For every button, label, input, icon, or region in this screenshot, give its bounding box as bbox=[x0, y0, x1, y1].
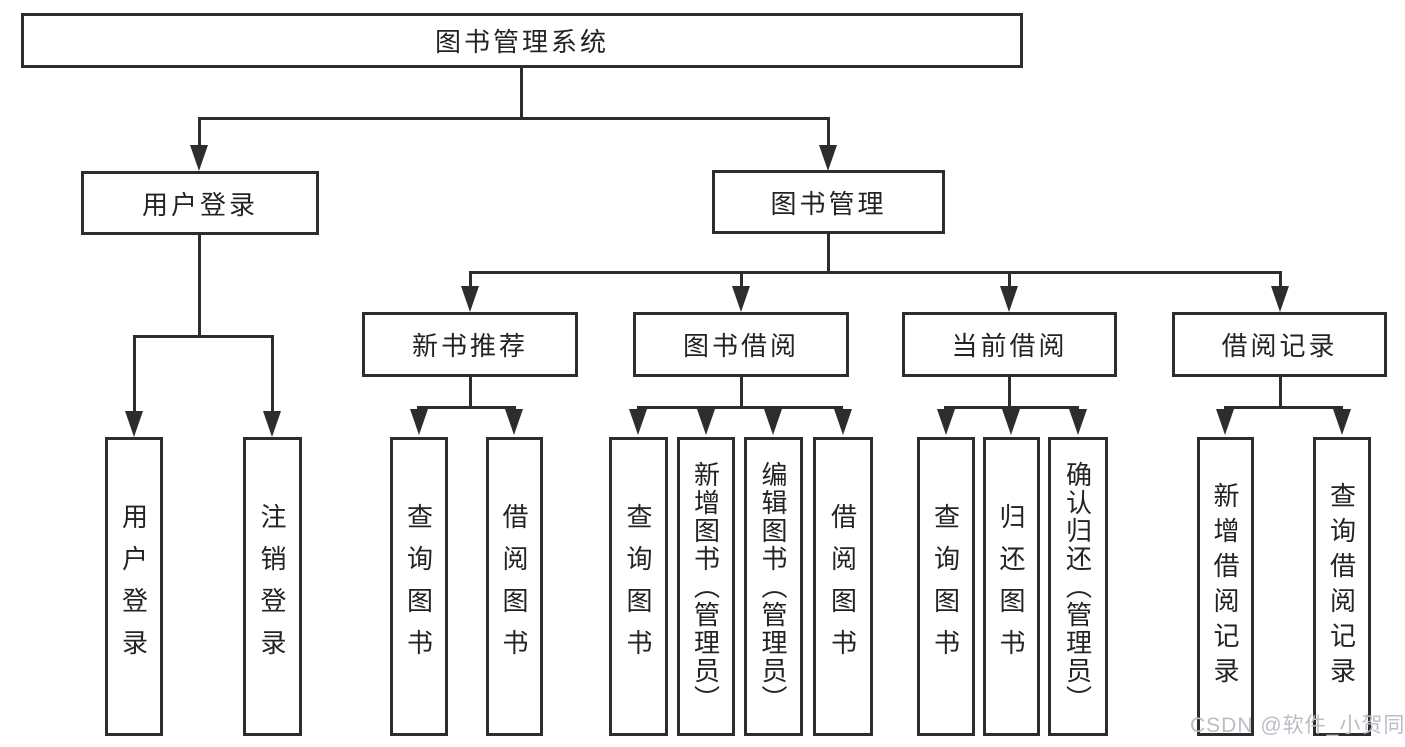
leaf-label: 确认归还（管理员） bbox=[1062, 460, 1093, 713]
connector-arrowhead-down bbox=[732, 286, 750, 312]
connector-arrowhead-down bbox=[410, 409, 428, 435]
node-label: 图书管理 bbox=[770, 188, 887, 219]
leaf-label: 查询借阅记录 bbox=[1326, 481, 1357, 692]
leaf-label: 查询图书 bbox=[623, 502, 653, 671]
node-label: 图书借阅 bbox=[682, 331, 799, 361]
leaf-current-return-books: 归还图书 bbox=[983, 437, 1040, 736]
connector-arrowhead-down bbox=[125, 411, 143, 437]
connector-arrowhead-down bbox=[629, 409, 647, 435]
csdn-watermark: CSDN @软件_小贺同学 bbox=[1190, 714, 1405, 737]
leaf-label: 注销登录 bbox=[257, 502, 287, 671]
leaf-records-add-borrow-record: 新增借阅记录 bbox=[1197, 437, 1254, 736]
connector-line bbox=[740, 271, 743, 289]
node-borrowing-records: 借阅记录 bbox=[1172, 312, 1387, 377]
leaf-label: 借阅图书 bbox=[827, 502, 858, 671]
connector-line bbox=[944, 406, 1079, 409]
connector-line bbox=[469, 271, 472, 289]
node-new-book-recommend: 新书推荐 bbox=[362, 312, 578, 377]
leaf-borrowing-add-books-admin: 新增图书（管理员） bbox=[677, 437, 735, 736]
leaf-label: 归还图书 bbox=[996, 502, 1026, 671]
connector-arrowhead-down bbox=[190, 145, 208, 171]
leaf-borrowing-borrow-books: 借阅图书 bbox=[813, 437, 873, 736]
node-label: 图书管理系统 bbox=[434, 27, 609, 57]
connector-line bbox=[1008, 271, 1011, 289]
connector-arrowhead-down bbox=[697, 409, 715, 435]
leaf-label: 借阅图书 bbox=[499, 502, 529, 671]
connector-arrowhead-down bbox=[1333, 409, 1351, 435]
connector-arrowhead-down bbox=[1002, 409, 1020, 435]
node-label: 借阅记录 bbox=[1221, 331, 1338, 361]
connector-line bbox=[1224, 406, 1343, 409]
node-label: 用户登录 bbox=[141, 189, 258, 220]
node-current-borrowing: 当前借阅 bbox=[902, 312, 1117, 377]
connector-line bbox=[827, 117, 830, 149]
connector-arrowhead-down bbox=[764, 409, 782, 435]
connector-line bbox=[198, 117, 830, 120]
leaf-label: 新增借阅记录 bbox=[1210, 481, 1240, 692]
connector-arrowhead-down bbox=[263, 411, 281, 437]
connector-arrowhead-down bbox=[819, 145, 837, 171]
connector-line bbox=[133, 335, 274, 338]
leaf-borrowing-query-books: 查询图书 bbox=[609, 437, 668, 736]
connector-line bbox=[469, 377, 472, 408]
connector-line bbox=[827, 234, 830, 273]
connector-line bbox=[1008, 377, 1011, 408]
node-label: 新书推荐 bbox=[411, 331, 528, 361]
connector-arrowhead-down bbox=[1069, 409, 1087, 435]
leaf-label: 编辑图书（管理员） bbox=[758, 460, 788, 713]
connector-arrowhead-down bbox=[1000, 286, 1018, 312]
connector-arrowhead-down bbox=[461, 286, 479, 312]
leaf-current-confirm-return-admin: 确认归还（管理员） bbox=[1048, 437, 1108, 736]
leaf-user-login: 用户登录 bbox=[105, 437, 163, 736]
leaf-records-query-borrow-record: 查询借阅记录 bbox=[1313, 437, 1371, 736]
leaf-borrowing-edit-books-admin: 编辑图书（管理员） bbox=[744, 437, 803, 736]
leaf-label: 查询图书 bbox=[403, 502, 434, 671]
connector-line bbox=[520, 67, 523, 119]
connector-line bbox=[198, 235, 201, 338]
leaf-label: 新增图书（管理员） bbox=[690, 460, 721, 713]
connector-line bbox=[1279, 377, 1282, 408]
connector-arrowhead-down bbox=[1271, 286, 1289, 312]
node-book-management: 图书管理 bbox=[712, 170, 945, 234]
connector-line bbox=[469, 271, 1282, 274]
connector-arrowhead-down bbox=[937, 409, 955, 435]
leaf-label: 用户登录 bbox=[118, 502, 149, 671]
node-user-login: 用户登录 bbox=[81, 171, 319, 235]
connector-line bbox=[740, 377, 743, 408]
node-label: 当前借阅 bbox=[951, 331, 1068, 361]
leaf-current-query-books: 查询图书 bbox=[917, 437, 975, 736]
leaf-label: 查询图书 bbox=[930, 502, 961, 671]
connector-arrowhead-down bbox=[834, 409, 852, 435]
connector-arrowhead-down bbox=[1216, 409, 1234, 435]
node-root-library-system: 图书管理系统 bbox=[21, 13, 1023, 68]
connector-line bbox=[637, 406, 843, 409]
connector-arrowhead-down bbox=[505, 409, 523, 435]
node-book-borrowing: 图书借阅 bbox=[633, 312, 849, 377]
connector-line bbox=[417, 406, 516, 409]
connector-line bbox=[1279, 271, 1282, 289]
connector-line bbox=[271, 335, 274, 412]
connector-line bbox=[133, 335, 136, 412]
leaf-recommend-borrow-books: 借阅图书 bbox=[486, 437, 543, 736]
connector-line bbox=[198, 117, 201, 149]
leaf-logout: 注销登录 bbox=[243, 437, 302, 736]
leaf-recommend-query-books: 查询图书 bbox=[390, 437, 448, 736]
